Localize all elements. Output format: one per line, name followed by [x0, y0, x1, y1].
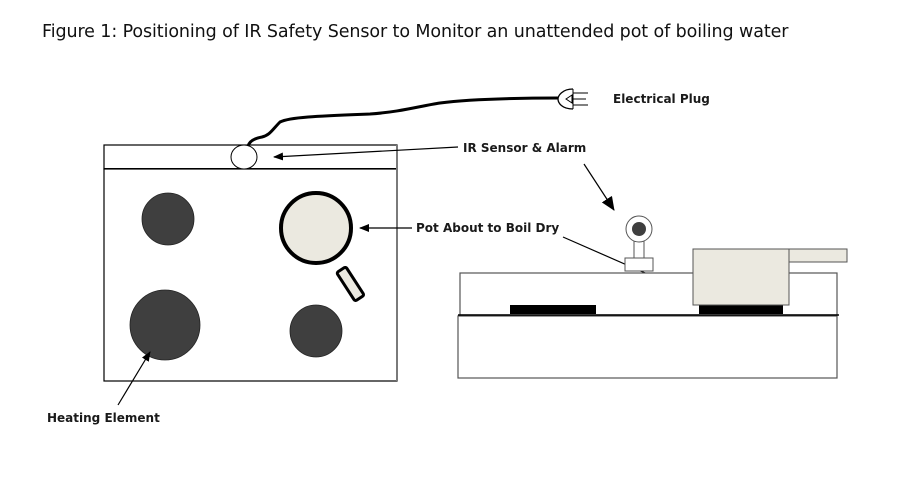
- pot-top-view: [279, 191, 366, 302]
- figure-title: Figure 1: Positioning of IR Safety Senso…: [42, 22, 789, 42]
- stove-base: [457, 315, 838, 379]
- heating-element-front-right: [289, 304, 343, 358]
- heating-element-front-left: [129, 289, 201, 361]
- ir-sensor-top-view: [230, 144, 258, 170]
- heating-element-back-left: [141, 192, 195, 246]
- stove-side-view: [457, 215, 848, 379]
- arrow-sensor-side: [583, 163, 615, 211]
- label-electrical-plug: Electrical Plug: [613, 92, 710, 106]
- electrical-plug-icon: [557, 88, 588, 110]
- label-ir-sensor-alarm: IR Sensor & Alarm: [463, 141, 587, 155]
- pot-side-view: [692, 248, 848, 306]
- ir-sensor-side-view: [624, 215, 654, 272]
- heating-element-side-right: [699, 305, 783, 314]
- arrow-heating-element: [117, 351, 151, 406]
- label-heating-element: Heating Element: [47, 411, 160, 425]
- stove-top-view: [103, 144, 398, 382]
- arrow-ir-sensor: [273, 146, 459, 161]
- label-pot-boil-dry: Pot About to Boil Dry: [416, 221, 560, 235]
- heating-element-side-left: [510, 305, 596, 314]
- power-cord: [246, 96, 561, 147]
